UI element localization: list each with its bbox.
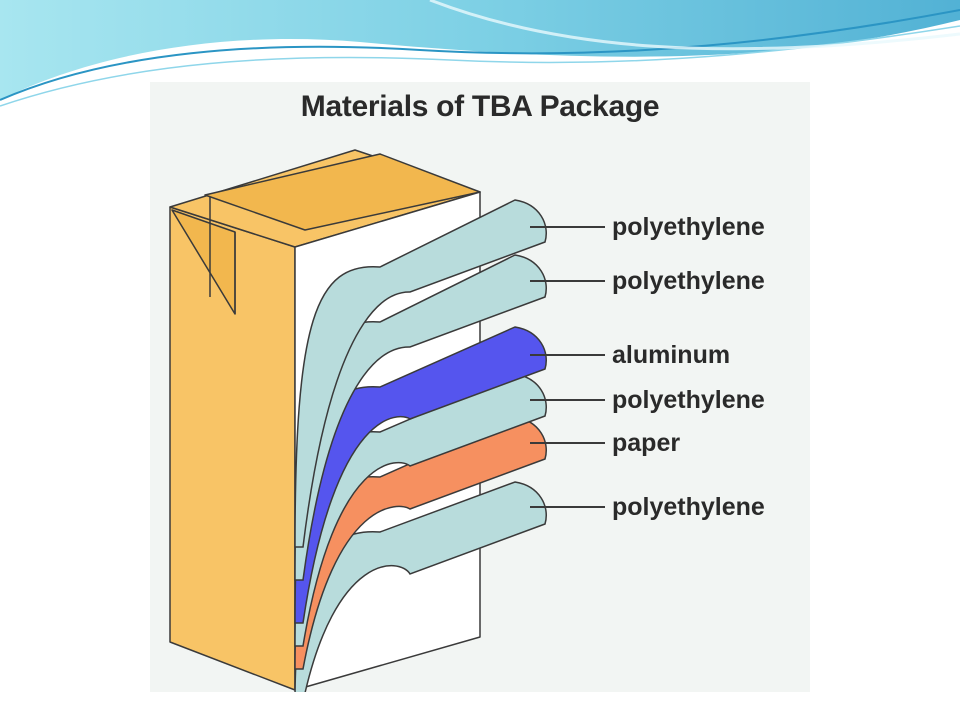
leader-lines [530, 226, 605, 508]
layer-sheets [294, 199, 547, 692]
layer-sheet-1 [294, 199, 547, 548]
carton-diagram [169, 149, 605, 692]
layer-label-5: paper [612, 429, 681, 457]
carton-top-flap [204, 153, 481, 231]
layer-label-2: polyethylene [612, 267, 765, 295]
layer-label-3: aluminum [612, 341, 731, 369]
layer-label-4: polyethylene [612, 386, 765, 414]
diagram-title: Materials of TBA Package [300, 90, 660, 123]
tba-package-figure: Materials of TBA Package polyethylene pol… [150, 82, 810, 692]
layer-label-1: polyethylene [612, 213, 765, 241]
layer-label-6: polyethylene [612, 493, 765, 521]
